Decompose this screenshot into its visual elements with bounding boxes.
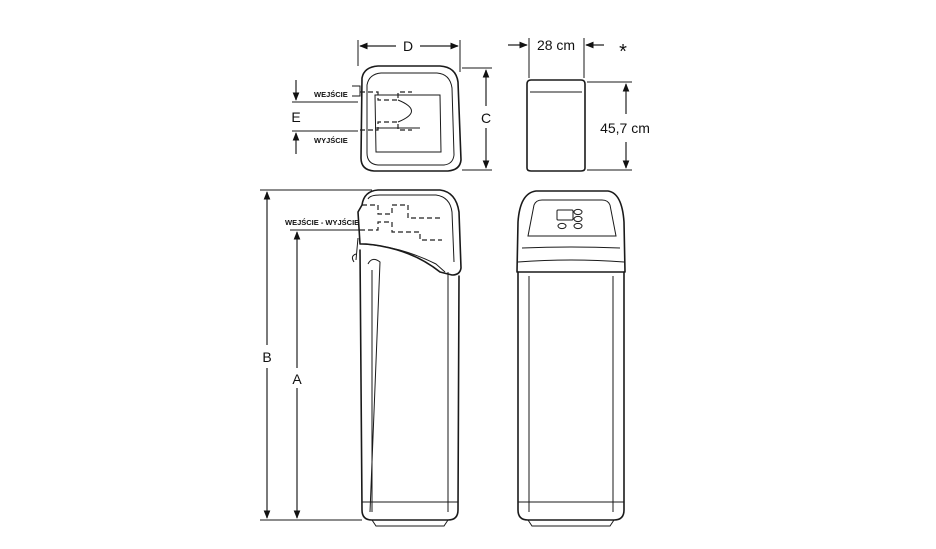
dimension-b: B [260, 189, 372, 521]
dimension-c-label: C [481, 110, 491, 126]
dimension-a: A WEJŚCIE - WYJŚCIE [285, 218, 360, 521]
top-view-unit [352, 65, 462, 172]
inlet-outlet-label: WEJŚCIE - WYJŚCIE [285, 218, 359, 227]
asterisk-note: * [619, 41, 627, 63]
salt-container [526, 79, 586, 172]
control-button-3 [573, 208, 583, 216]
outlet-label: WYJŚCIE [314, 136, 348, 145]
control-button-2 [573, 222, 583, 230]
dimension-d-label: D [403, 38, 413, 54]
width-28-label: 28 cm [537, 37, 575, 53]
height-45-label: 45,7 cm [600, 120, 650, 136]
front-view-unit [516, 190, 626, 527]
dimension-width-28: 28 cm * [508, 37, 627, 78]
dimension-b-label: B [262, 349, 271, 365]
display-screen [556, 209, 574, 221]
dimension-e: E WEJŚCIE WYJŚCIE [291, 80, 358, 154]
control-button-4 [573, 215, 583, 223]
dimension-c: C [462, 67, 492, 171]
control-button-1 [557, 222, 567, 230]
dimension-height-45: 45,7 cm [587, 81, 650, 171]
dimension-d: D [357, 38, 461, 72]
inlet-label: WEJŚCIE [314, 90, 348, 99]
dimension-a-label: A [292, 371, 302, 387]
dimension-e-label: E [291, 109, 300, 125]
side-view-unit [351, 189, 462, 527]
